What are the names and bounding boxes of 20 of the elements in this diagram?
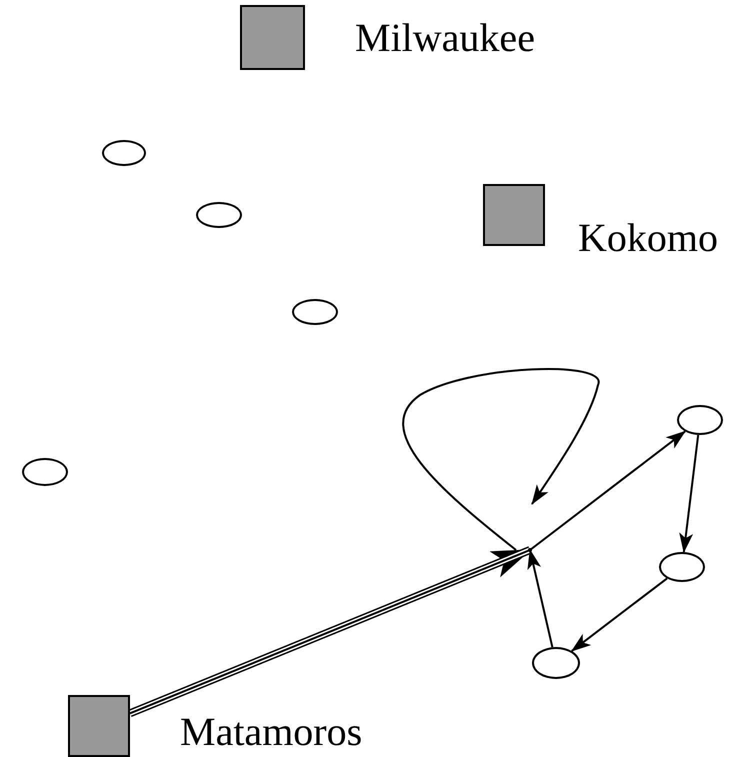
city-label: Kokomo	[578, 218, 718, 258]
loop-arrow	[402, 368, 599, 551]
city-label: Matamoros	[180, 712, 362, 752]
square-marker	[483, 184, 545, 246]
junction-point	[528, 548, 532, 552]
ellipse-node	[196, 202, 242, 228]
arrow	[529, 430, 686, 551]
arrow	[679, 434, 700, 554]
ellipse-node	[659, 552, 705, 582]
ellipse-node	[102, 140, 146, 166]
ellipse-node	[677, 405, 723, 435]
arrow	[527, 549, 554, 648]
square-marker	[68, 695, 130, 757]
city-label: Milwaukee	[355, 18, 535, 58]
ellipse-node	[292, 299, 338, 325]
arrow	[571, 578, 668, 652]
ellipse-node	[22, 458, 68, 486]
ellipse-node	[532, 647, 580, 679]
triple-line-arrow	[128, 546, 532, 718]
square-marker	[240, 5, 305, 70]
